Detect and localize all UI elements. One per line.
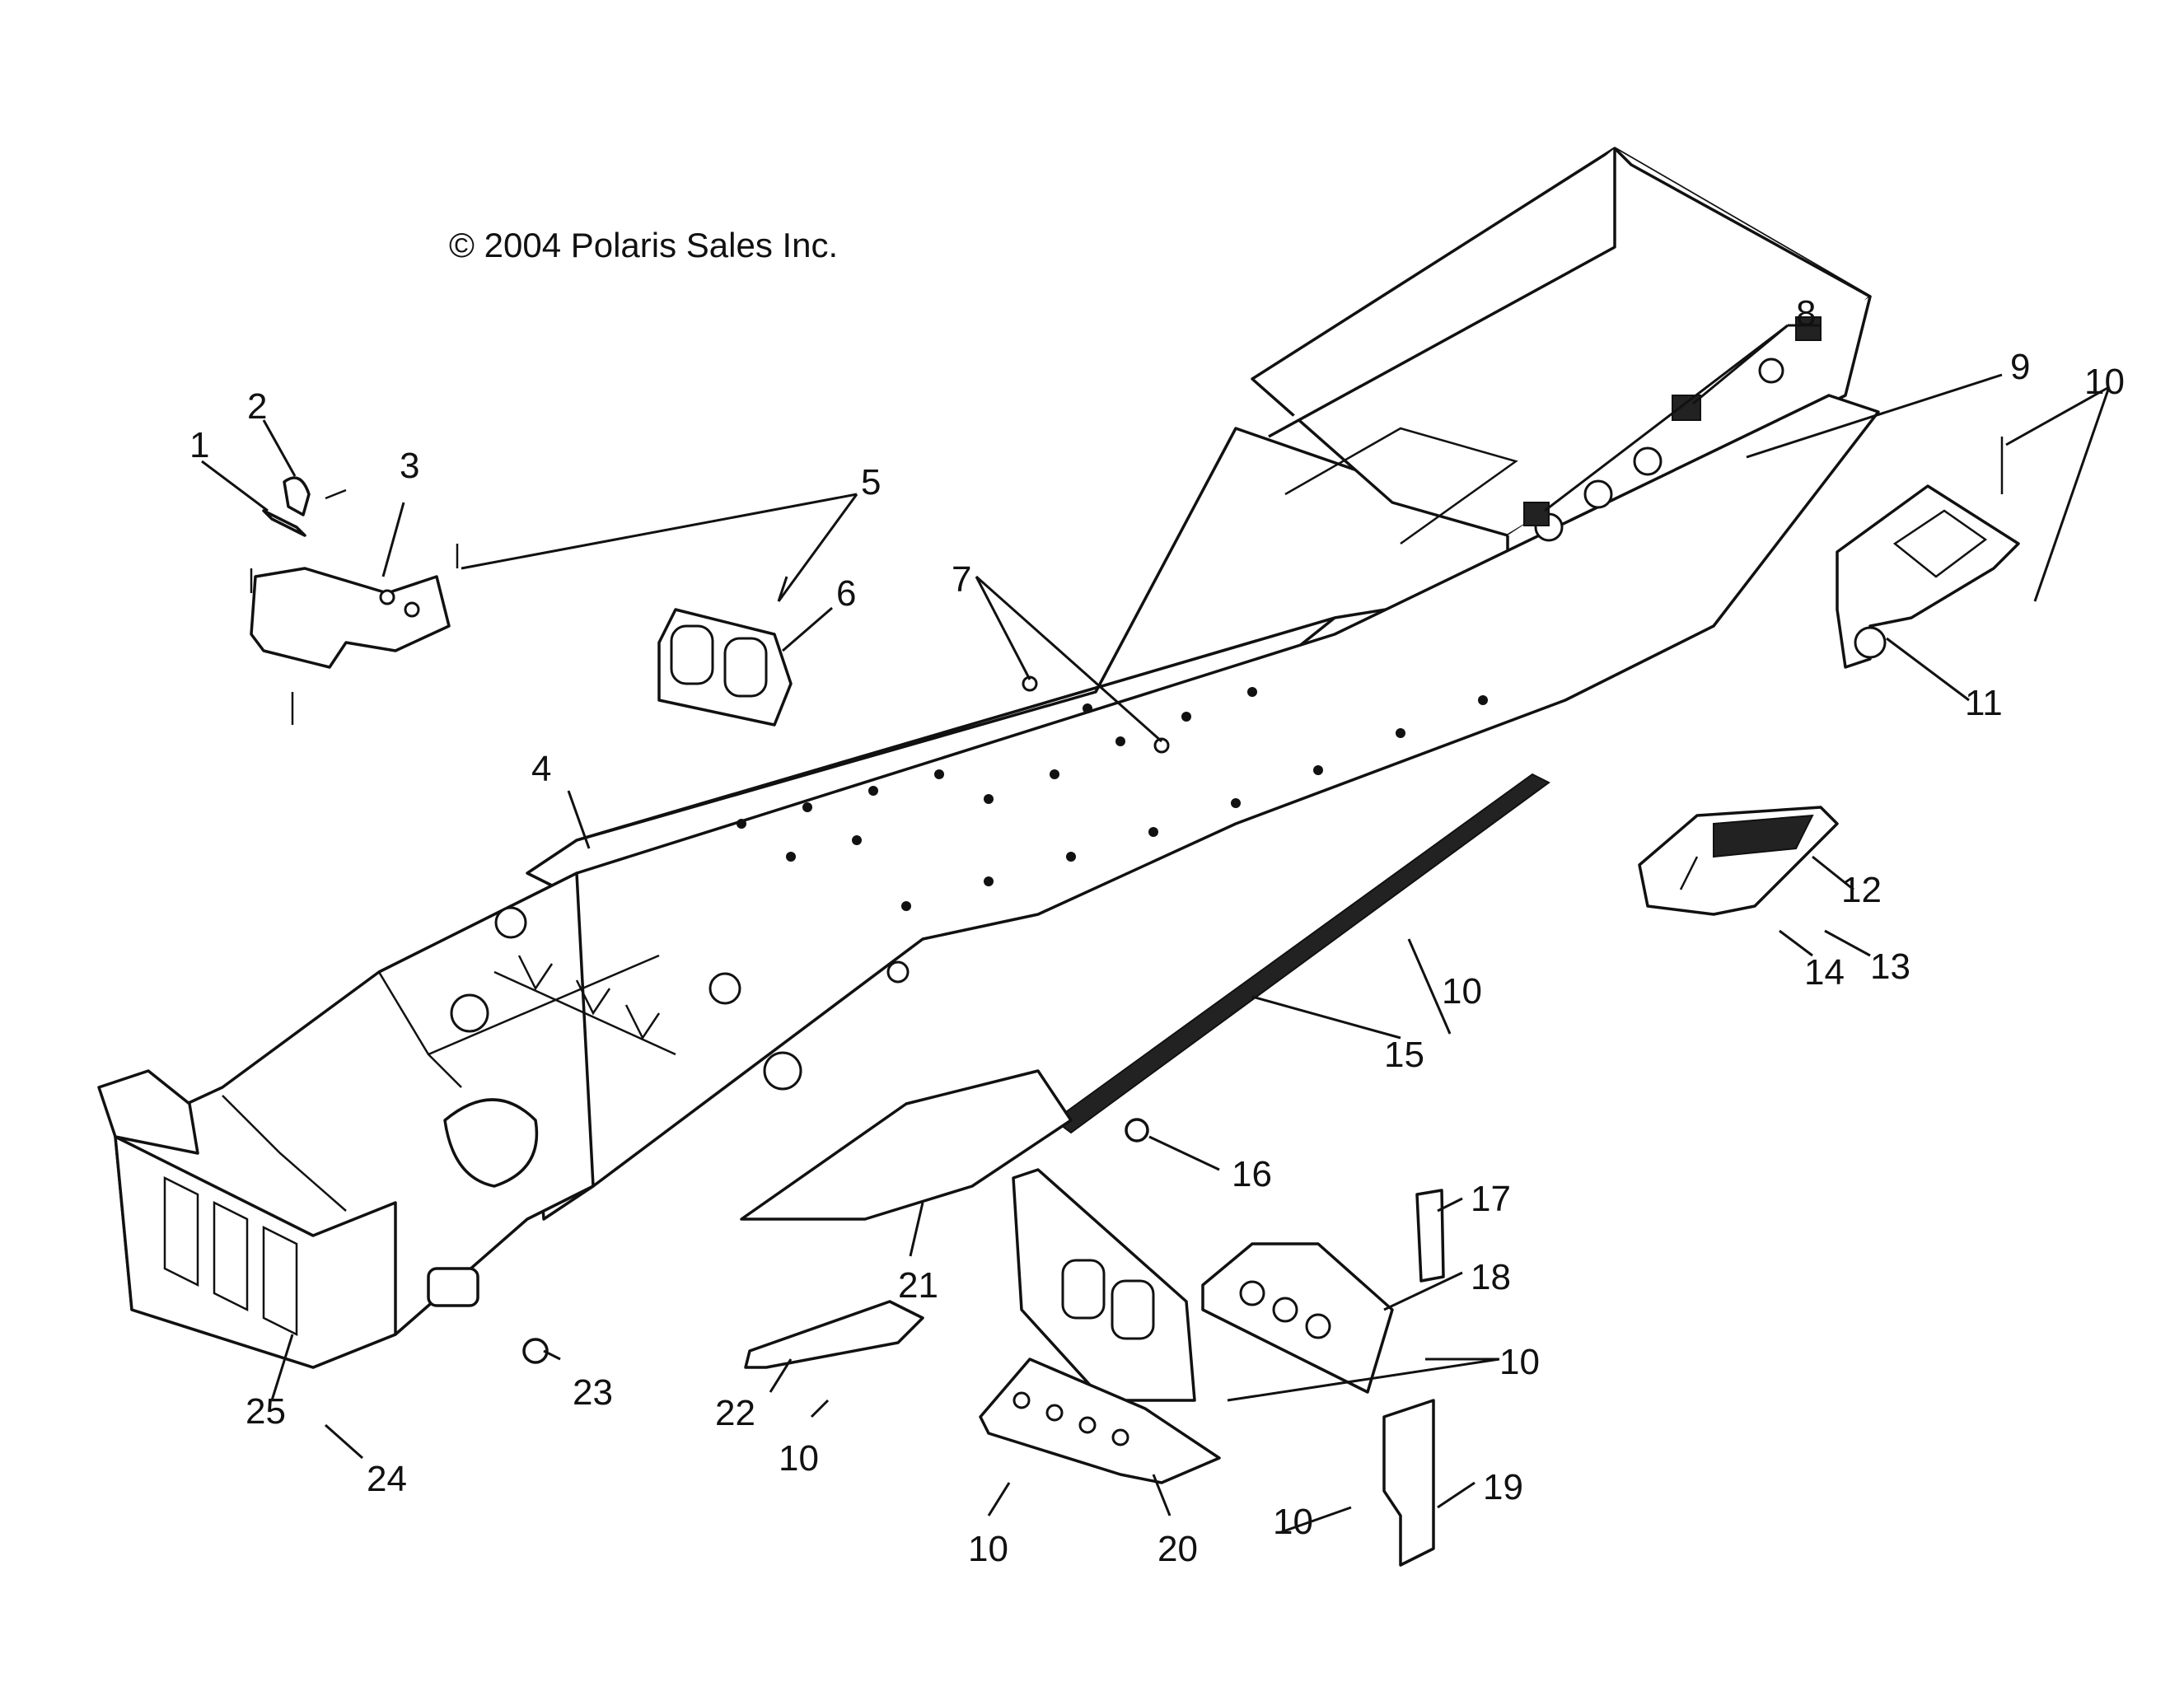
callout-4: 4 [531, 749, 551, 789]
callout-labels: 1 2 3 4 5 6 7 8 9 10 10 10 10 10 10 11 1… [189, 293, 2125, 1569]
callout-10-plate: 10 [779, 1438, 819, 1479]
bracket-part-3 [250, 544, 459, 725]
tunnel-holes [450, 357, 1784, 1091]
callout-20: 20 [1157, 1529, 1198, 1569]
plate-part-22 [744, 1300, 924, 1369]
latch-part-1-2 [262, 476, 347, 537]
callout-17: 17 [1471, 1179, 1511, 1219]
callout-8: 8 [1796, 293, 1816, 334]
callout-16: 16 [1232, 1154, 1272, 1194]
callout-10-tunnel: 10 [1442, 971, 1482, 1012]
guard-part-19 [1382, 1399, 1435, 1567]
rack-latches-part-8-9 [1523, 316, 1822, 526]
callout-23: 23 [573, 1372, 613, 1413]
callout-12: 12 [1841, 870, 1882, 910]
chassis-tunnel [97, 147, 1880, 1369]
leader-lines [201, 324, 2111, 1534]
bracket-part-11 [1836, 437, 2020, 669]
callout-9: 9 [2010, 347, 2030, 387]
callout-18: 18 [1471, 1257, 1511, 1297]
callout-24: 24 [367, 1459, 407, 1499]
callout-25: 25 [246, 1391, 286, 1432]
plug-part-23 [522, 1338, 549, 1364]
callout-14: 14 [1804, 952, 1845, 993]
footrest-part-12 [1638, 806, 1839, 916]
callout-5: 5 [861, 462, 881, 502]
callout-10-shield: 10 [1499, 1342, 1540, 1382]
plug-part-16 [1125, 1118, 1149, 1143]
copyright-notice: © 2004 Polaris Sales Inc. [449, 226, 838, 264]
callout-10-bracket: 10 [968, 1529, 1008, 1569]
callout-3: 3 [400, 446, 419, 486]
strap-part-17 [1415, 1189, 1445, 1283]
callout-10-rack: 10 [2084, 362, 2125, 402]
callout-22: 22 [715, 1393, 755, 1433]
callout-11: 11 [1965, 683, 2003, 723]
callout-10-guard: 10 [1273, 1502, 1313, 1542]
callout-15: 15 [1384, 1035, 1424, 1075]
shield-part-18 [1201, 1242, 1394, 1394]
callout-6: 6 [836, 573, 856, 614]
callout-2: 2 [247, 386, 267, 427]
callout-21: 21 [898, 1265, 938, 1306]
callout-19: 19 [1483, 1467, 1523, 1507]
callout-7: 7 [952, 559, 971, 600]
callout-13: 13 [1870, 946, 1910, 987]
bracket-part-20 [979, 1168, 1221, 1484]
callout-1: 1 [189, 425, 209, 465]
grille-part-6 [657, 608, 793, 727]
